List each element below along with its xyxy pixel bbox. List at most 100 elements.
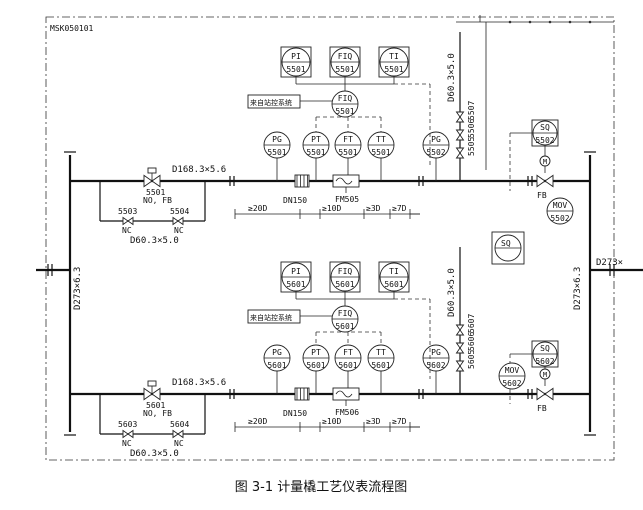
dn-label: DN150: [283, 409, 307, 418]
local-fiq-tag: 5601: [335, 322, 354, 331]
remote-box: [247, 309, 301, 324]
mov-bubble: MOV 5602: [498, 362, 526, 390]
outlet-stub-size: D273×: [596, 258, 623, 268]
inlet-valve-tag: 5501: [146, 188, 165, 197]
branch-valve-1-tag: 5506: [467, 119, 476, 138]
panel-ti: TI 5601: [378, 261, 410, 293]
field-pt: PT 5501: [302, 131, 330, 159]
local-fiq: FIQ 5601: [331, 305, 359, 333]
bypass-valve-b-tag: 5504: [170, 207, 189, 216]
local-fiq-type: FIQ: [338, 309, 353, 318]
mov-bubble: MOV 5502: [546, 197, 574, 225]
svg-text:SQ: SQ: [501, 239, 511, 248]
field-pt-tag: 5501: [306, 148, 325, 157]
field-pt-tag: 5601: [306, 361, 325, 370]
panel-ti: TI 5501: [378, 46, 410, 78]
flow-conditioner: [294, 387, 310, 401]
panel-ti-tag: 5601: [384, 280, 403, 289]
outlet-valve: [536, 387, 554, 401]
sq-box: SQ 5602: [531, 340, 559, 368]
branch-valve-1: [455, 342, 465, 354]
branch-valve-0: [455, 147, 465, 159]
panel-ti-type: TI: [389, 267, 399, 276]
branch-valve-1: [455, 129, 465, 141]
field-pg-a-type: PG: [272, 135, 282, 144]
local-fiq-tag: 5501: [335, 107, 354, 116]
branch-valve-0: [455, 360, 465, 372]
top-signal-ticks: [508, 20, 592, 24]
mov-bubble-tag: 5502: [550, 214, 569, 223]
fb-label: FB: [537, 404, 547, 413]
inlet-header: D273×6.3: [36, 151, 83, 436]
branch-valve-2: [455, 111, 465, 123]
branch-valve-2-tag: 5607: [467, 314, 476, 333]
mov-bubble-tag: 5602: [502, 379, 521, 388]
skid-boundary: [45, 16, 615, 461]
bypass-valve-b-state: NC: [174, 439, 184, 448]
field-tt-type: TT: [376, 135, 386, 144]
flowmeter-tag: FM506: [335, 408, 359, 417]
sq-box-tag: 5602: [535, 357, 554, 366]
bypass-valve-a-state: NC: [122, 226, 132, 235]
field-ft-type: FT: [343, 135, 353, 144]
field-pg-b-tag: 5502: [426, 148, 445, 157]
center-sq: SQ: [491, 231, 525, 265]
field-tt-tag: 5501: [371, 148, 390, 157]
flowmeter-tag: FM505: [335, 195, 359, 204]
remote-box: [247, 94, 301, 109]
field-tt-tag: 5601: [371, 361, 390, 370]
inlet-valve-tag: 5601: [146, 401, 165, 410]
bypass-valve-a: [122, 216, 134, 226]
bypass-valve-b: [172, 216, 184, 226]
motor-letter: M: [543, 158, 547, 166]
panel-ti-type: TI: [389, 52, 399, 61]
field-pg-a-tag: 5501: [267, 148, 286, 157]
bypass-valve-a-tag: 5503: [118, 207, 137, 216]
panel-fiq-type: FIQ: [338, 267, 353, 276]
inlet-valve: [143, 174, 161, 188]
mov-bubble-type: MOV: [553, 201, 568, 210]
bypass-pipe-size: D60.3×5.0: [130, 449, 179, 459]
dimension-3: ≥7D: [392, 204, 407, 213]
panel-pi-type: PI: [291, 267, 301, 276]
sq-box-type: SQ: [540, 123, 550, 132]
panel-ti-tag: 5501: [384, 65, 403, 74]
flowmeter-body: [332, 174, 360, 188]
outlet-valve: [536, 174, 554, 188]
remote-label: 来自站控系统: [250, 98, 292, 107]
dimension-3: ≥7D: [392, 417, 407, 426]
flow-conditioner: [294, 174, 310, 188]
bypass-valve-a-tag: 5603: [118, 420, 137, 429]
branch-valve-2: [455, 324, 465, 336]
fb-label: FB: [537, 191, 547, 200]
remote-label: 来自站控系统: [250, 313, 292, 322]
bypass-valve-b: [172, 429, 184, 439]
field-pg-b-tag: 5602: [426, 361, 445, 370]
branch-valve-1-tag: 5606: [467, 332, 476, 351]
panel-pi-tag: 5601: [286, 280, 305, 289]
field-pg-a: PG 5501: [263, 131, 291, 159]
field-pt-type: PT: [311, 135, 321, 144]
sq-box-type: SQ: [540, 344, 550, 353]
mov-bubble-type: MOV: [505, 366, 520, 375]
figure-caption: 图 3-1 计量橇工艺仪表流程图: [235, 480, 408, 495]
inlet-valve: [143, 387, 161, 401]
panel-pi: PI 5601: [280, 261, 312, 293]
outlet-header-size: D273×6.3: [573, 267, 583, 310]
branch-valve-2-tag: 5507: [467, 101, 476, 120]
dn-label: DN150: [283, 196, 307, 205]
panel-pi-tag: 5501: [286, 65, 305, 74]
dimension-1: ≥10D: [322, 204, 341, 213]
